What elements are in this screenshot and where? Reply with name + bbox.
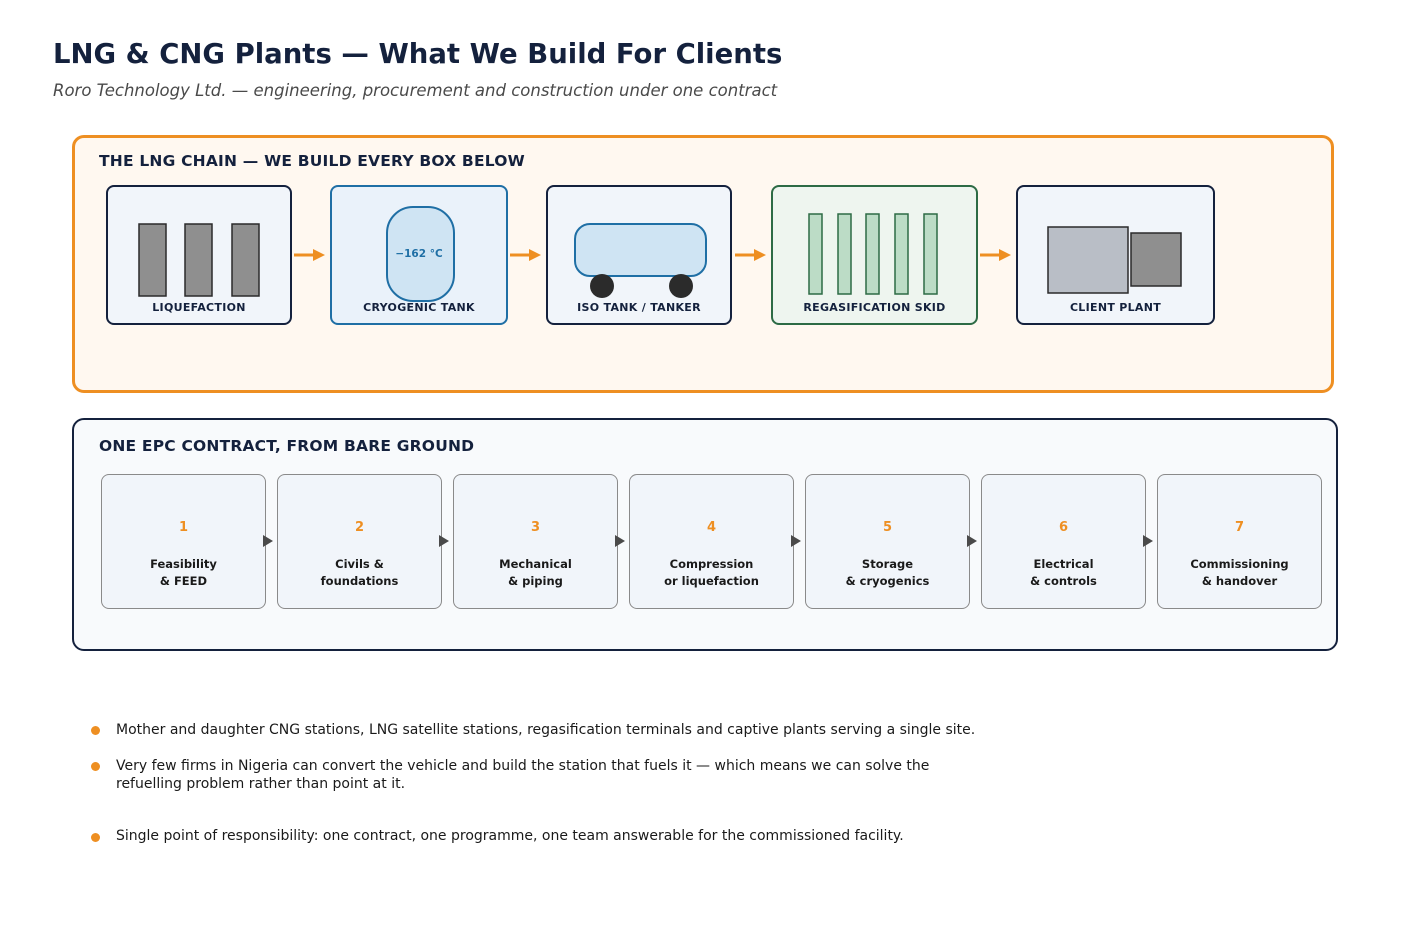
chain-arrow-2 [510,249,541,261]
step-number: 7 [1234,520,1245,535]
step-arrow-2 [439,535,449,547]
epc-heading: ONE EPC CONTRACT, FROM BARE GROUND [99,437,475,455]
chain-arrow-4 [980,249,1011,261]
page-subtitle: Roro Technology Ltd. — engineering, proc… [53,81,778,100]
step-label: & FEED [159,574,208,588]
step-number: 5 [882,520,893,535]
step-label: Compression [669,557,754,571]
step-label: & cryogenics [845,574,930,588]
epc-step-6: 6 Electrical & controls [981,474,1146,609]
epc-step-3: 3 Mechanical & piping [453,474,618,609]
chain-arrow-3 [735,249,766,261]
chain-box-liquefaction: LIQUEFACTION [106,185,292,325]
factory-buildings-icon [1047,226,1182,294]
step-label: Feasibility [150,557,217,571]
bullet-item-2-line-2: refuelling problem rather than point at … [116,776,406,792]
epc-step-5: 5 Storage & cryogenics [805,474,970,609]
step-label: Mechanical [499,557,572,571]
chain-box-regasification: REGASIFICATION SKID [771,185,978,325]
step-number: 1 [178,520,189,535]
bullet-item-1: Mother and daughter CNG stations, LNG sa… [116,722,976,738]
chain-label-iso-tank: ISO TANK / TANKER [577,301,701,314]
tanker-icon [574,223,707,298]
step-number: 4 [706,520,717,535]
chain-box-iso-tank: ISO TANK / TANKER [546,185,732,325]
step-arrow-4 [791,535,801,547]
bullet-item-2-line-1: Very few firms in Nigeria can convert th… [116,758,930,774]
bullet-dot [91,726,100,735]
chain-label-cryogenic-tank: CRYOGENIC TANK [363,301,475,314]
step-label: Electrical [1033,557,1094,571]
bullet-dot [91,762,100,771]
bullet-item-3: Single point of responsibility: one cont… [116,828,904,844]
chain-arrow-1 [294,249,325,261]
step-arrow-6 [1143,535,1153,547]
chain-box-client-plant: CLIENT PLANT [1016,185,1215,325]
cryogenic-tank-icon [386,206,455,302]
lng-chain-heading: THE LNG CHAIN — WE BUILD EVERY BOX BELOW [99,152,525,170]
bullet-dot [91,833,100,842]
epc-step-7: 7 Commissioning & handover [1157,474,1322,609]
step-arrow-1 [263,535,273,547]
step-label: & controls [1030,574,1097,588]
page-title: LNG & CNG Plants — What We Build For Cli… [53,38,783,70]
step-label: Commissioning [1190,557,1289,571]
step-arrow-5 [967,535,977,547]
step-label: & handover [1201,574,1278,588]
step-number: 2 [354,520,365,535]
step-label: foundations [320,574,399,588]
step-label: Civils & [335,557,384,571]
step-number: 3 [530,520,541,535]
chain-label-client-plant: CLIENT PLANT [1069,301,1162,314]
step-arrow-3 [615,535,625,547]
epc-step-1: 1 Feasibility & FEED [101,474,266,609]
chain-box-cryogenic-tank: −162 °C CRYOGENIC TANK [330,185,508,325]
regasification-fins-icon [808,213,938,295]
step-label: or liquefaction [664,574,759,588]
chain-label-liquefaction: LIQUEFACTION [152,301,246,314]
epc-step-2: 2 Civils & foundations [277,474,442,609]
chain-label-regasification: REGASIFICATION SKID [803,301,946,314]
liquefaction-columns-icon [138,223,260,297]
step-label: & piping [508,574,563,588]
step-number: 6 [1058,520,1069,535]
step-label: Storage [861,557,914,571]
tank-temperature-label: −162 °C [395,248,443,260]
epc-step-4: 4 Compression or liquefaction [629,474,794,609]
